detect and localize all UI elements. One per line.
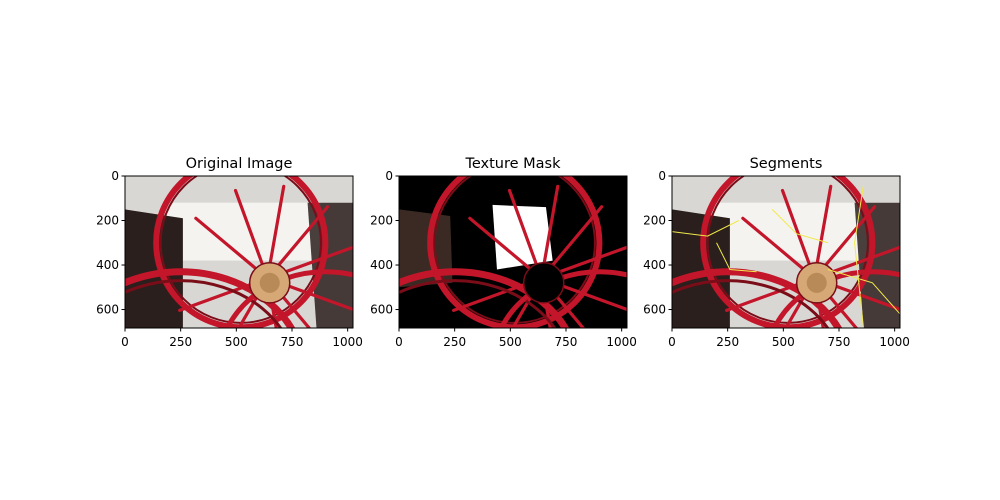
front-wheel-arc-inner bbox=[399, 279, 557, 328]
rear-wheel-arc bbox=[224, 269, 353, 328]
y-tick-label: 400 bbox=[96, 258, 119, 272]
segment-boundary bbox=[854, 184, 864, 328]
x-tick-label: 500 bbox=[225, 335, 248, 349]
panel-title: Original Image bbox=[186, 156, 293, 172]
y-tick-label: 600 bbox=[643, 303, 666, 317]
x-tick-label: 750 bbox=[281, 335, 304, 349]
panel-segments: 0 250 500 750 1000 0 200 400 600 Segments bbox=[643, 156, 910, 349]
x-tick-label: 750 bbox=[828, 335, 851, 349]
axes-frame bbox=[671, 175, 901, 329]
rear-wheel-arc bbox=[498, 269, 627, 328]
segment-boundary bbox=[672, 220, 740, 237]
x-tick-label: 250 bbox=[169, 335, 192, 349]
panel-title: Segments bbox=[750, 156, 823, 172]
axes-frame bbox=[124, 175, 354, 329]
x-tick-label: 1000 bbox=[332, 335, 363, 349]
segment-boundary bbox=[716, 242, 757, 273]
axes-frame bbox=[398, 175, 628, 329]
y-tick-label: 200 bbox=[96, 214, 119, 228]
x-tick-label: 250 bbox=[443, 335, 466, 349]
segment-boundary bbox=[771, 209, 828, 244]
image-original bbox=[125, 176, 353, 328]
hub-center bbox=[806, 272, 827, 293]
image-mask bbox=[399, 176, 627, 328]
x-tick-label: 500 bbox=[499, 335, 522, 349]
y-tick-label: 600 bbox=[96, 303, 119, 317]
y-tick-label: 0 bbox=[385, 169, 393, 183]
panel-original: 0 250 500 750 1000 0 200 400 600 Original Image bbox=[96, 156, 363, 349]
y-tick-label: 600 bbox=[370, 303, 393, 317]
segment-boundary bbox=[827, 268, 900, 315]
x-tick-label: 0 bbox=[668, 335, 676, 349]
y-tick-label: 400 bbox=[643, 258, 666, 272]
rear-wheel-arc bbox=[771, 269, 900, 328]
front-wheel-arc bbox=[672, 268, 843, 328]
wheel-hub bbox=[522, 262, 565, 304]
image-segments bbox=[672, 176, 900, 328]
x-tick-label: 1000 bbox=[879, 335, 910, 349]
y-tick-label: 200 bbox=[370, 214, 393, 228]
x-tick-label: 750 bbox=[555, 335, 578, 349]
x-tick-label: 0 bbox=[121, 335, 129, 349]
front-wheel-arc-inner bbox=[672, 279, 830, 328]
panel-mask: 0 250 500 750 1000 0 200 400 600 Texture Mask bbox=[370, 156, 637, 349]
front-wheel-arc-inner bbox=[125, 279, 283, 328]
dark-region-left bbox=[125, 209, 183, 328]
y-tick-label: 400 bbox=[370, 258, 393, 272]
y-tick-label: 0 bbox=[658, 169, 666, 183]
hub-center bbox=[259, 272, 280, 293]
dark-region-left bbox=[672, 209, 730, 328]
mask-bright-area bbox=[492, 204, 553, 270]
y-tick-label: 200 bbox=[643, 214, 666, 228]
x-tick-label: 0 bbox=[395, 335, 403, 349]
x-tick-label: 500 bbox=[772, 335, 795, 349]
front-wheel-arc bbox=[399, 268, 570, 328]
front-wheel-arc bbox=[125, 268, 296, 328]
y-tick-label: 0 bbox=[111, 169, 119, 183]
x-tick-label: 1000 bbox=[606, 335, 637, 349]
x-tick-label: 250 bbox=[716, 335, 739, 349]
panel-title: Texture Mask bbox=[464, 156, 561, 172]
